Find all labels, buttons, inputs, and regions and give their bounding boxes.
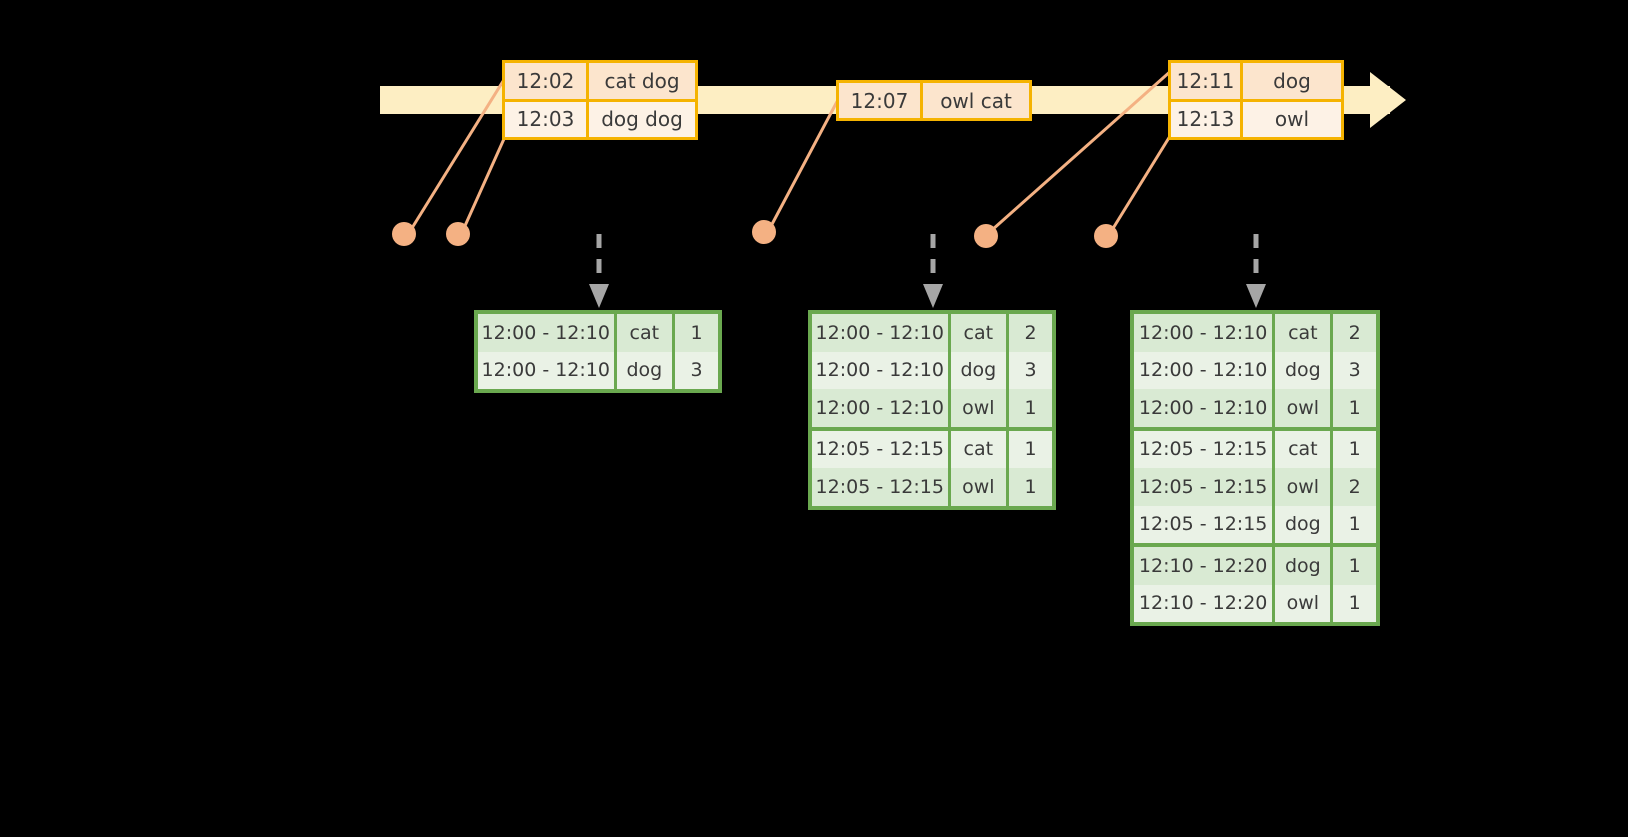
table-cell-word: cat (1275, 430, 1334, 468)
table-cell-window: 12:00 - 12:10 (1134, 314, 1276, 352)
table-cell-count: 3 (1009, 351, 1053, 389)
event-time: 12:02 (505, 63, 589, 99)
timeline-event-row: 12:07 owl cat (839, 83, 1029, 118)
table-cell-window: 12:00 - 12:10 (812, 314, 951, 352)
table-cell-word: owl (950, 468, 1010, 506)
event-time: 12:07 (839, 83, 923, 118)
event-words: owl (1243, 101, 1341, 137)
table-cell-count: 2 (1333, 314, 1376, 352)
event-words: owl cat (923, 83, 1029, 118)
table-cell-word: dog (1275, 505, 1334, 543)
connector-dot (974, 224, 998, 248)
timeline-event-row: 12:02 cat dog (505, 63, 695, 99)
table-cell-count: 1 (1009, 389, 1053, 427)
table-cell-window: 12:05 - 12:15 (812, 430, 951, 468)
table-cell-word: dog (950, 351, 1010, 389)
timeline-event-group-1[interactable]: 12:02 cat dog 12:03 dog dog (502, 60, 698, 140)
event-time: 12:13 (1171, 101, 1243, 137)
table-cell-window: 12:05 - 12:15 (1134, 468, 1276, 506)
table-cell-word: cat (950, 314, 1010, 352)
table-cell-word: dog (1275, 351, 1334, 389)
table-cell-word: owl (1275, 584, 1334, 622)
table-cell-count: 3 (1333, 351, 1376, 389)
table-cell-count: 1 (1333, 389, 1376, 427)
table-cell-count: 1 (1333, 505, 1376, 543)
connector-dot (446, 222, 470, 246)
table-cell-word: cat (950, 430, 1010, 468)
table-cell-window: 12:00 - 12:10 (478, 351, 617, 389)
table-cell-word: cat (1275, 314, 1334, 352)
event-time: 12:03 (505, 101, 589, 137)
table-cell-word: owl (1275, 389, 1334, 427)
flow-arrow-icon (923, 234, 943, 308)
connector-dot (392, 222, 416, 246)
table-cell-window: 12:05 - 12:15 (1134, 430, 1276, 468)
event-words: dog (1243, 63, 1341, 99)
table-cell-count: 3 (675, 351, 719, 389)
table-cell-count: 1 (1333, 547, 1376, 585)
connector-dot (752, 220, 776, 244)
timeline-event-row: 12:13 owl (1171, 98, 1341, 137)
event-words: dog dog (589, 101, 695, 137)
table-cell-count: 2 (1333, 468, 1376, 506)
event-words: cat dog (589, 63, 695, 99)
timeline-event-group-3[interactable]: 12:11 dog 12:13 owl (1168, 60, 1344, 140)
table-cell-word: owl (950, 389, 1010, 427)
table-cell-count: 1 (1009, 430, 1053, 468)
table-cell-window: 12:00 - 12:10 (1134, 351, 1276, 389)
table-cell-window: 12:05 - 12:15 (1134, 505, 1276, 543)
table-cell-window: 12:00 - 12:10 (812, 389, 951, 427)
table-cell-count: 1 (1333, 430, 1376, 468)
table-cell-count: 2 (1009, 314, 1053, 352)
table-cell-word: dog (1275, 547, 1334, 585)
table-cell-count: 1 (1333, 584, 1376, 622)
table-cell-word: owl (1275, 468, 1334, 506)
flow-arrow-icon (1246, 234, 1266, 308)
timeline-event-row: 12:11 dog (1171, 63, 1341, 99)
timeline-event-group-2[interactable]: 12:07 owl cat (836, 80, 1032, 121)
table-cell-window: 12:00 - 12:10 (1134, 389, 1276, 427)
table-cell-window: 12:00 - 12:10 (812, 351, 951, 389)
table-cell-count: 1 (1009, 468, 1053, 506)
table-cell-word: dog (616, 351, 676, 389)
timeline-arrowhead-icon (1370, 72, 1406, 128)
connector-dot (1094, 224, 1118, 248)
table-cell-window: 12:05 - 12:15 (812, 468, 951, 506)
table-cell-window: 12:10 - 12:20 (1134, 547, 1276, 585)
table-cell-word: cat (616, 314, 676, 352)
table-cell-window: 12:10 - 12:20 (1134, 584, 1276, 622)
timeline-event-row: 12:03 dog dog (505, 98, 695, 137)
table-cell-window: 12:00 - 12:10 (478, 314, 617, 352)
event-time: 12:11 (1171, 63, 1243, 99)
flow-arrow-icon (589, 234, 609, 308)
table-cell-count: 1 (675, 314, 719, 352)
